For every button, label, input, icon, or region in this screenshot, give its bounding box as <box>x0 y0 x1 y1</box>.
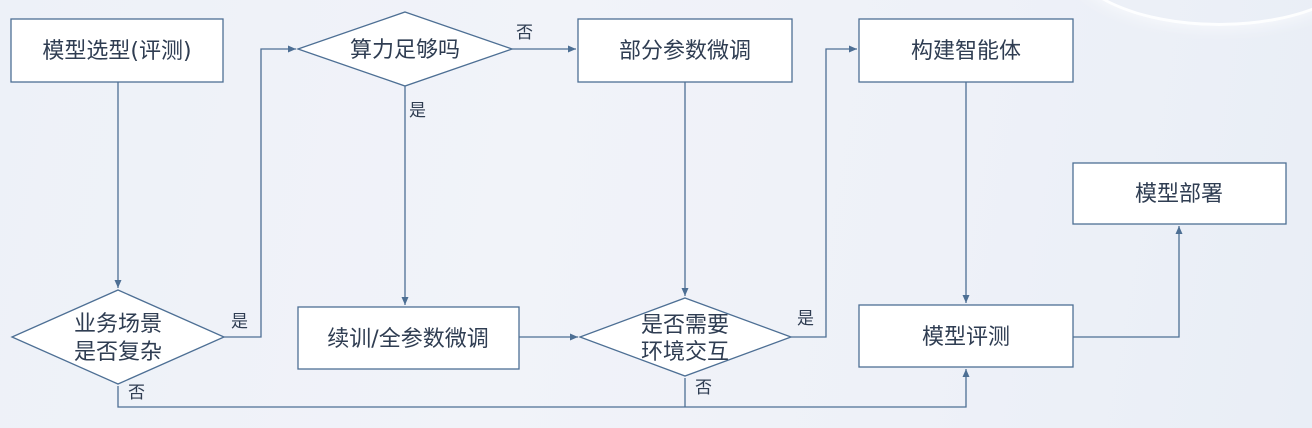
svg-text:模型部署: 模型部署 <box>1135 182 1223 207</box>
svg-text:环境交互: 环境交互 <box>641 340 729 365</box>
edge-scenario-no-to-eval <box>117 369 970 408</box>
svg-text:续训/全参数微调: 续训/全参数微调 <box>327 327 488 352</box>
node-full-finetune: 续训/全参数微调 <box>297 306 520 370</box>
node-scenario-complex: 业务场景 是否复杂 <box>10 289 226 385</box>
svg-text:业务场景: 业务场景 <box>74 312 162 337</box>
svg-text:构建智能体: 构建智能体 <box>911 39 1021 64</box>
svg-text:模型评测: 模型评测 <box>922 325 1010 350</box>
node-build-agent: 构建智能体 <box>858 18 1074 83</box>
label-scenario-yes: 是 <box>231 312 248 332</box>
svg-text:是否需要: 是否需要 <box>641 313 729 338</box>
label-env-no: 否 <box>695 378 712 398</box>
label-scenario-no: 否 <box>128 383 145 403</box>
node-compute-enough: 算力足够吗 <box>296 11 514 87</box>
node-partial-finetune: 部分参数微调 <box>577 18 793 83</box>
node-model-eval: 模型评测 <box>858 304 1074 368</box>
svg-text:是否复杂: 是否复杂 <box>74 340 162 365</box>
svg-text:部分参数微调: 部分参数微调 <box>619 39 751 64</box>
svg-text:算力足够吗: 算力足够吗 <box>350 38 460 63</box>
svg-text:模型选型(评测): 模型选型(评测) <box>42 39 191 64</box>
label-env-yes: 是 <box>797 309 814 329</box>
edge-env-yes-to-agent <box>791 45 857 338</box>
label-compute-yes: 是 <box>409 101 426 121</box>
node-model-selection: 模型选型(评测) <box>10 18 224 83</box>
label-compute-no: 否 <box>516 23 533 43</box>
node-model-deploy: 模型部署 <box>1072 162 1287 225</box>
edge-scenario-yes-to-compute <box>224 45 296 338</box>
edge-eval-to-deploy <box>1073 226 1183 338</box>
edges <box>114 45 1183 408</box>
node-need-env-interaction: 是否需要 环境交互 <box>578 297 793 377</box>
